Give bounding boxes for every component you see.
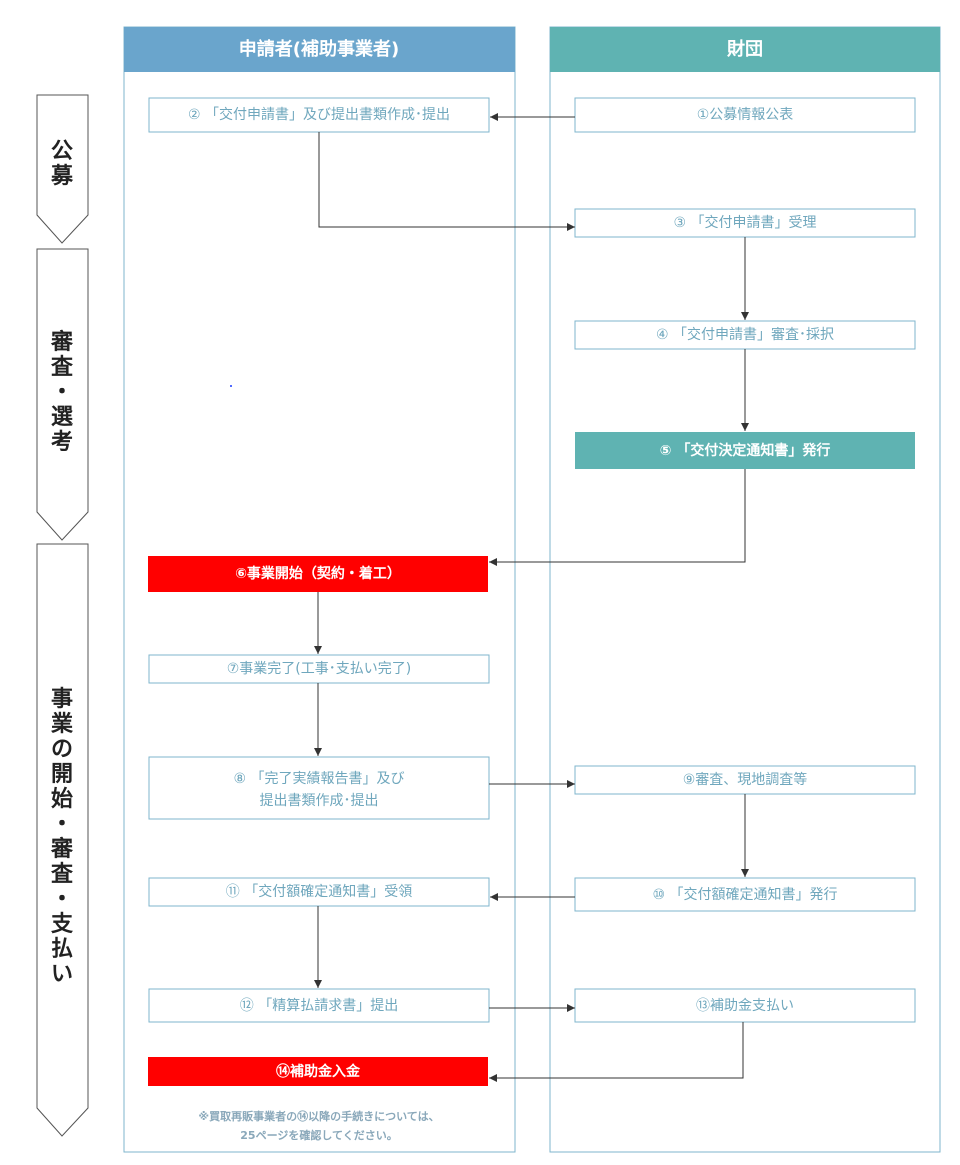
step-6-label: ⑥事業開始（契約・着工） [235, 565, 401, 582]
phase-jigyou-chevron [36, 543, 89, 1137]
note-line-1: ※買取再販事業者の⑭以降の手続きについては、 [198, 1109, 439, 1123]
foundation-lane-title: 財団 [727, 38, 763, 60]
foundation-lane [549, 26, 941, 1153]
step-1-label: ①公募情報公表 [697, 107, 794, 123]
step-10-label: ⑩ 「交付額確定通知書」発行 [652, 886, 837, 903]
step-12-label: ⑫ 「精算払請求書」提出 [240, 998, 398, 1014]
applicant-lane-header [124, 27, 515, 72]
step-13-label: ⑬補助金支払い [696, 998, 794, 1014]
step-10-box [574, 877, 916, 912]
step-7-box [148, 654, 490, 684]
phase-shinsa-char: 選 [51, 405, 73, 430]
step-9-box [574, 765, 916, 795]
phase-shinsa-chevron [36, 248, 89, 541]
step-2-box [148, 97, 490, 133]
step-11-label: ⑪ 「交付額確定通知書」受領 [226, 883, 412, 900]
step-7-label: ⑦事業完了(工事･支払い完了) [227, 661, 411, 677]
step-14-box [148, 1057, 488, 1086]
step-8-box [148, 756, 490, 820]
phase-jigyou-char: ・ [51, 812, 73, 837]
phase-koubo-char: 募 [50, 164, 74, 189]
phase-jigyou-char: 業 [51, 712, 74, 737]
step-3-label: ③ 「交付申請書」受理 [673, 214, 816, 231]
step-8-label-line1: ⑧ 「完了実績報告書」及び [233, 771, 404, 787]
phase-shinsa-char: 審 [50, 329, 74, 355]
phase-shinsa-char: ・ [51, 380, 73, 405]
phase-jigyou-char: い [51, 962, 73, 987]
step-4-box [574, 320, 916, 350]
note-line-2: 25ページを確認してください。 [240, 1128, 397, 1142]
step-2-label: ② 「交付申請書」及び提出書類作成･提出 [188, 106, 450, 123]
step-6-box [148, 556, 488, 592]
foundation-lane-header [550, 27, 940, 72]
step-9-label: ⑨審査、現地調査等 [683, 771, 808, 788]
step-13-box [574, 988, 916, 1023]
stray-dot [230, 385, 232, 387]
phase-shinsa-char: 査 [51, 355, 74, 380]
phase-jigyou-char: ・ [51, 887, 73, 912]
step-8-label-line2: 提出書類作成･提出 [260, 793, 379, 809]
phase-jigyou-char: 支 [51, 912, 74, 937]
phase-jigyou-char: の [51, 737, 73, 762]
step-12-box [148, 988, 490, 1023]
phase-koubo-char: 公 [51, 139, 73, 164]
step-4-label: ④ 「交付申請書」審査･採択 [656, 326, 834, 343]
step-1-box [574, 97, 916, 133]
step-3-box [574, 208, 916, 238]
phase-jigyou-char: 開 [51, 762, 73, 787]
arrow-s2-to-s3 [318, 132, 575, 231]
phase-shinsa-char: 考 [51, 430, 73, 455]
phase-jigyou-char: 審 [50, 836, 74, 862]
phase-koubo-chevron [36, 94, 89, 244]
arrow-s13-to-s14 [489, 1022, 744, 1082]
step-5-label: ⑤ 「交付決定通知書」発行 [660, 442, 831, 459]
phase-jigyou-char: 払 [51, 937, 73, 962]
step-11-box [148, 877, 490, 907]
arrow-s5-to-s6 [489, 469, 746, 566]
step-14-label: ⑭補助金入金 [276, 1063, 361, 1080]
applicant-lane-title: 申請者(補助事業者) [239, 38, 399, 60]
phase-jigyou-char: 査 [51, 862, 74, 887]
step-5-box [575, 432, 915, 469]
phase-jigyou-char: 始 [51, 786, 73, 812]
phase-jigyou-char: 事 [51, 686, 73, 712]
